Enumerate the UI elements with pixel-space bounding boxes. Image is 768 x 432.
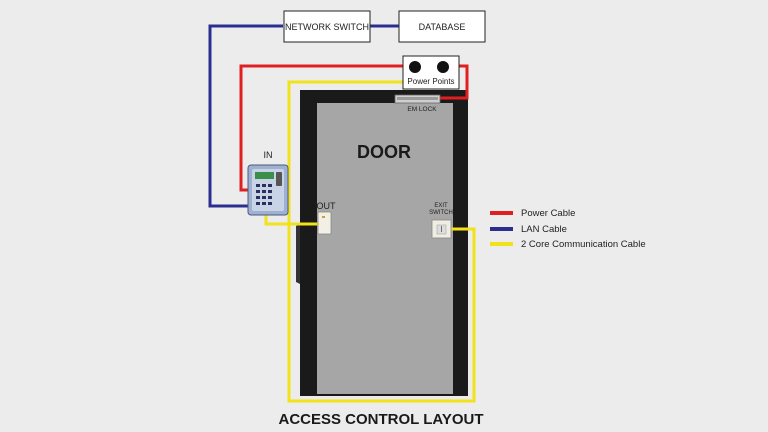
out-reader-icon	[317, 211, 332, 235]
door-edge-shadow	[296, 224, 300, 284]
em-lock-icon	[394, 94, 441, 104]
power-points-label: Power Points	[407, 77, 454, 86]
door-panel	[317, 103, 453, 394]
legend-label-power: Power Cable	[521, 208, 575, 219]
exit-switch-label-2: SWITCH	[429, 210, 453, 216]
legend-label-lan: LAN Cable	[521, 224, 567, 235]
exit-switch-label-1: EXIT	[434, 203, 448, 209]
door-label: DOOR	[357, 142, 411, 162]
lan-cable-reader	[208, 24, 283, 208]
in-label: IN	[264, 150, 273, 160]
exit-switch-icon	[431, 219, 452, 239]
legend-label-comm: 2 Core Communication Cable	[521, 239, 646, 250]
access-control-reader-icon	[247, 164, 289, 216]
em-lock-label: EM LOCK	[407, 106, 437, 113]
legend: Power Cable LAN Cable 2 Core Communicati…	[490, 208, 646, 250]
comm-cable-lock-loop	[287, 80, 476, 403]
database-box	[398, 10, 486, 43]
power-socket-icon	[409, 61, 449, 73]
power-points-box	[402, 55, 460, 90]
diagram-title: ACCESS CONTROL LAYOUT	[278, 411, 483, 428]
network-switch-box	[283, 10, 371, 43]
network-switch-label: NETWORK SWITCH	[285, 22, 369, 32]
database-label: DATABASE	[419, 22, 466, 32]
out-label: OUT	[317, 201, 337, 211]
power-cable-reader	[239, 64, 405, 192]
